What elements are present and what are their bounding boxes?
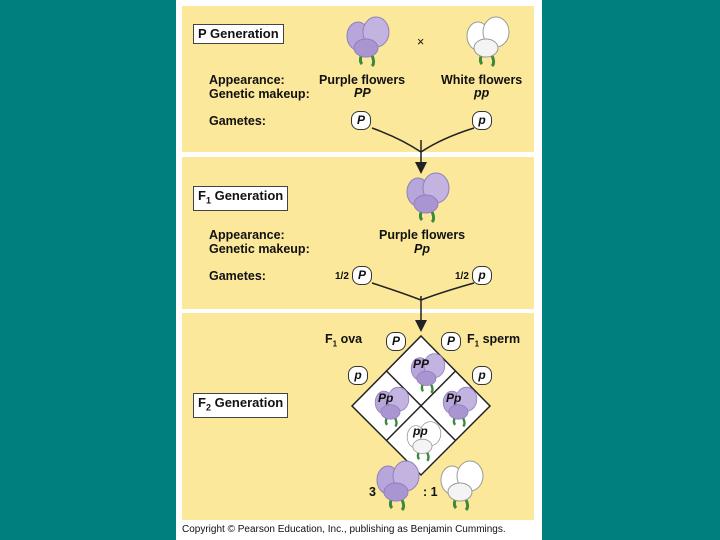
f1-genotype: Pp: [414, 242, 430, 256]
cell-left-genotype: Pp: [378, 391, 394, 405]
f1-half-right: 1/2: [455, 271, 469, 282]
p-gamete-left: P: [351, 111, 371, 130]
p-gamete-right: p: [472, 111, 492, 130]
f1-sperm-label: F1 sperm: [467, 332, 520, 352]
sperm-bottom-allele: p: [472, 366, 492, 385]
p-gamete-lines: [371, 127, 475, 153]
sperm-top-allele: P: [441, 332, 461, 351]
p-gametes-label: Gametes:: [209, 114, 266, 128]
f1-gamete-right: p: [472, 266, 492, 285]
f1-purple-flower-icon: [405, 171, 451, 224]
f1-purple-flowers-label: Purple flowers: [379, 228, 466, 242]
ratio-left: 3: [369, 485, 376, 499]
f1-half-left: 1/2: [335, 271, 349, 282]
f1-appearance-label: Appearance:: [209, 228, 285, 242]
f1-genetic-label: Genetic makeup:: [209, 242, 310, 256]
f1-title-rest: Generation: [210, 188, 284, 203]
f1-generation-title: F1 Generation: [193, 186, 289, 211]
cell-right-genotype: Pp: [446, 391, 462, 405]
f1-gamete-left: P: [352, 266, 372, 285]
purple-flower-icon: [345, 15, 391, 68]
sperm-sub: 1: [474, 339, 480, 349]
copyright-notice: Copyright © Pearson Education, Inc., pub…: [182, 524, 506, 535]
f2-title-rest: Generation: [210, 395, 284, 410]
ova-top-allele: P: [386, 332, 406, 351]
ova-prefix: F: [325, 332, 333, 346]
cell-bottom-genotype: pp: [413, 424, 428, 438]
f1-title-sub: 1: [205, 195, 211, 206]
ova-sub: 1: [332, 339, 338, 349]
p-appearance-label: Appearance:: [209, 73, 285, 87]
sperm-rest: sperm: [479, 332, 521, 346]
ova-rest: ova: [337, 332, 363, 346]
ratio-purple-flower-icon: [375, 459, 421, 512]
ratio-white-flower-icon: [439, 459, 485, 512]
f1-gametes-label: Gametes:: [209, 269, 266, 283]
f2-title-prefix: F: [198, 395, 206, 410]
p-genetic-label: Genetic makeup:: [209, 87, 310, 101]
purple-genotype: PP: [354, 86, 371, 100]
f1-title-prefix: F: [198, 188, 206, 203]
p-generation-title: P Generation: [193, 24, 284, 44]
white-flowers-label: White flowers: [441, 73, 523, 87]
punnett-divider-2: [385, 370, 457, 442]
white-flower-icon: [465, 15, 511, 68]
white-genotype: pp: [474, 86, 490, 100]
purple-flowers-label: Purple flowers: [319, 73, 406, 87]
f2-generation-title: F2 Generation: [193, 393, 289, 418]
cell-top-genotype: PP: [413, 357, 430, 371]
f2-title-sub: 2: [205, 402, 211, 413]
ova-bottom-allele: p: [348, 366, 368, 385]
f1-ova-label: F1 ova: [325, 332, 362, 352]
f1-gamete-lines: [371, 282, 475, 301]
ratio-right: : 1: [423, 485, 438, 499]
cross-symbol: ×: [417, 35, 425, 49]
sperm-prefix: F: [467, 332, 475, 346]
